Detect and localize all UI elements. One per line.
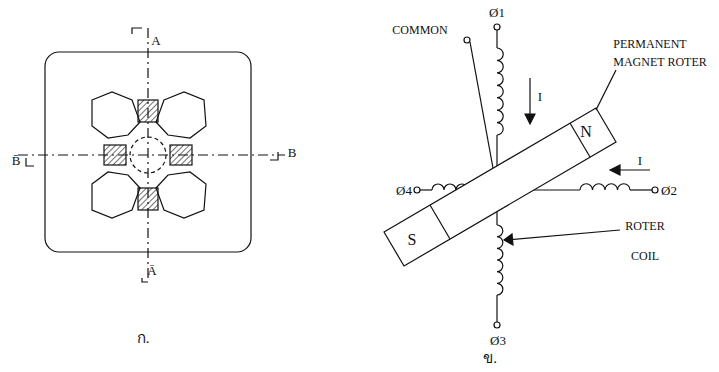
leader-line — [596, 70, 616, 110]
section-mark — [142, 278, 148, 282]
part-name: PERMANENT — [613, 38, 686, 50]
pole-divider — [430, 205, 450, 239]
pole-label: B̄ — [12, 154, 21, 167]
pole-label: Ā — [147, 264, 156, 277]
current-label: I — [538, 90, 542, 103]
phase-label: Ø4 — [396, 184, 412, 197]
current-label: I — [638, 154, 642, 167]
section-mark — [132, 28, 142, 34]
coil — [497, 225, 503, 295]
figure-caption: ก. — [137, 331, 150, 346]
section-mark — [270, 152, 278, 160]
pole-name: S — [408, 232, 417, 248]
section-mark — [26, 158, 34, 166]
pole-label: A — [151, 34, 160, 47]
coil — [580, 184, 630, 190]
pole-name: N — [580, 124, 592, 140]
pole-pieces — [92, 92, 206, 218]
axis-line — [18, 154, 285, 155]
leader-arrow — [504, 234, 513, 245]
pole-label: B — [288, 146, 297, 159]
part-name: ROTER — [625, 220, 664, 232]
leader-line — [506, 230, 620, 240]
coil — [497, 48, 503, 135]
part-name: MAGNET ROTER — [613, 56, 706, 68]
terminal-label: COMMON — [392, 24, 447, 36]
figure-caption: ข. — [483, 351, 497, 366]
phase-label: Ø1 — [489, 6, 505, 19]
phase-label: Ø3 — [490, 334, 506, 347]
magnet-rotor — [384, 108, 616, 266]
part-name: COIL — [631, 250, 659, 262]
phase-label: Ø2 — [661, 184, 677, 197]
